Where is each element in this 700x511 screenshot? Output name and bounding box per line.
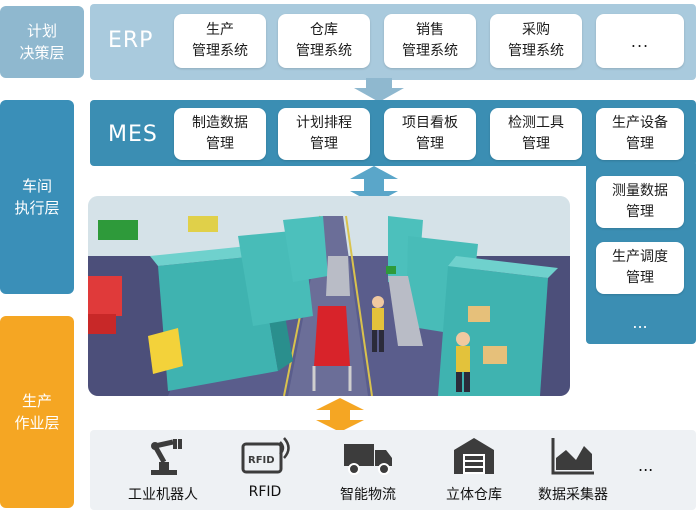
mes-module-measurement: 测量数据 管理	[596, 176, 684, 228]
arrow-mes-factory	[350, 166, 398, 204]
warehouse-icon	[454, 438, 494, 474]
factory-scene-frame	[88, 196, 570, 396]
mes-module-dispatch: 生产调度 管理	[596, 242, 684, 294]
mes-title: MES	[108, 122, 158, 147]
prod-layer-label: 生产 作业层	[0, 316, 74, 508]
exec-layer-label: 车间 执行层	[0, 100, 74, 294]
device-label: RFID	[248, 484, 282, 500]
erp-title: ERP	[108, 28, 154, 53]
erp-module-more: ...	[596, 14, 684, 68]
chart-icon	[551, 438, 594, 475]
erp-module-sales: 销售 管理系统	[384, 14, 476, 68]
device-industrial-robot: 工业机器人	[118, 436, 208, 504]
rfid-icon: RFID	[241, 437, 290, 474]
factory-scene-illustration	[88, 196, 570, 396]
mes-module-more: ...	[632, 313, 648, 332]
device-label: 工业机器人	[128, 487, 198, 503]
device-3d-warehouse: 立体仓库	[424, 436, 524, 504]
device-rfid: RFID RFID	[220, 436, 310, 500]
device-label: 智能物流	[340, 487, 396, 503]
mes-module-equipment: 生产设备 管理	[596, 108, 684, 160]
arrow-factory-devices	[316, 398, 364, 432]
robot-arm-icon	[151, 439, 182, 475]
mes-module-manufacturing-data: 制造数据 管理	[174, 108, 266, 160]
erp-module-purchase: 采购 管理系统	[490, 14, 582, 68]
device-more: ...	[638, 456, 654, 475]
truck-icon	[344, 444, 392, 475]
device-label: 立体仓库	[446, 487, 502, 503]
device-smart-logistics: 智能物流	[318, 436, 418, 504]
device-data-collector: 数据采集器	[518, 436, 628, 504]
plan-layer-label: 计划 决策层	[0, 6, 84, 78]
device-label: 数据采集器	[538, 487, 608, 503]
erp-module-production: 生产 管理系统	[174, 14, 266, 68]
svg-text:RFID: RFID	[248, 455, 275, 466]
arrow-erp-to-mes	[354, 78, 404, 102]
devices-band	[90, 430, 696, 510]
mes-module-inspection-tools: 检测工具 管理	[490, 108, 582, 160]
mes-module-scheduling: 计划排程 管理	[278, 108, 370, 160]
mes-module-kanban: 项目看板 管理	[384, 108, 476, 160]
erp-module-warehouse: 仓库 管理系统	[278, 14, 370, 68]
